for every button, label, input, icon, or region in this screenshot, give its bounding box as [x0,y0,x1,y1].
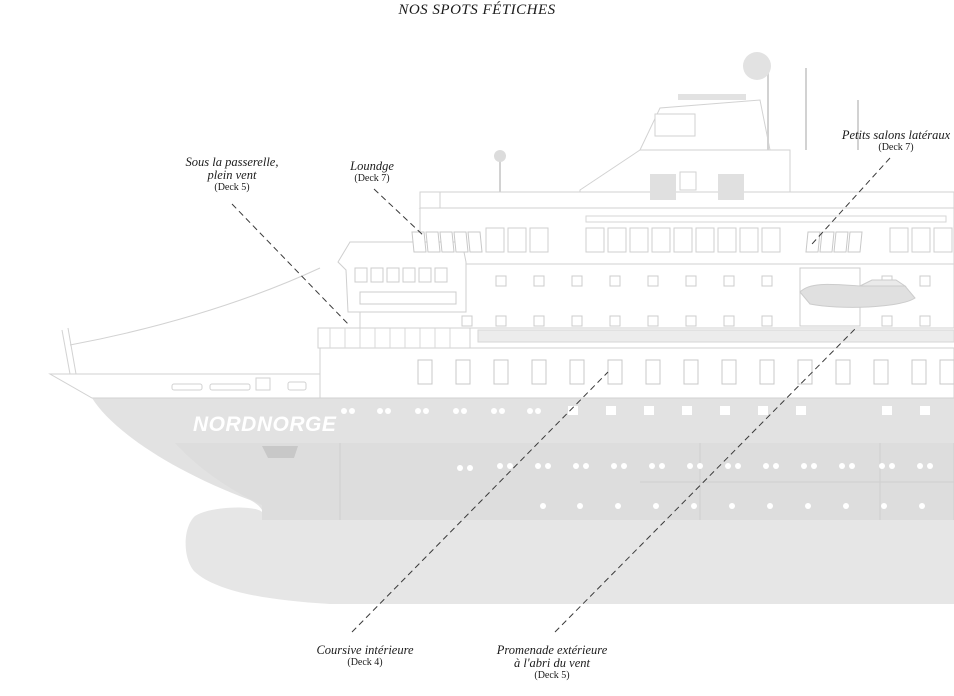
promenade-rail [477,329,954,343]
hull-band [175,443,954,520]
callout-loundge-deck: (Deck 7) [354,173,390,184]
callout-passerelle-name-2: plein vent [207,168,257,182]
railing-posts [329,328,451,348]
hull-portholes [341,406,933,509]
deck7-edge [419,191,441,209]
hull-panels [339,443,954,520]
callout-passerelle-deck: (Deck 5) [214,182,250,193]
bow-fittings [61,267,321,391]
salon-windows [805,231,863,253]
deck7-slits [585,215,947,223]
deck6-windows [461,275,931,327]
callout-coursive: Coursive intérieure (Deck 4) [300,644,430,669]
callout-salons-deck: (Deck 7) [878,142,914,153]
lifeboat [799,283,916,308]
anchor-pocket [262,446,298,458]
callout-promenade-deck: (Deck 5) [534,670,570,681]
callout-salons-name: Petits salons latéraux [841,128,951,142]
callout-passerelle: Sous la passerelle, plein vent (Deck 5) [166,156,298,194]
loundge-windows [411,231,483,253]
hull-lower [185,507,954,604]
callout-coursive-deck: (Deck 4) [347,657,383,668]
leader-promenade [554,327,857,633]
callout-promenade-name-2: à l'abri du vent [514,656,590,670]
deck5-windows [417,359,954,385]
radar-housing [654,113,696,137]
funnel-door [679,171,697,191]
callout-promenade: Promenade extérieure à l'abri du vent (D… [482,644,622,682]
leader-lines [231,157,891,633]
leader-loundge [373,188,425,237]
funnel-top [639,99,771,151]
bridge-windows [354,267,457,305]
forward-railing [317,327,471,349]
radar-dome [743,52,771,80]
leader-coursive [351,371,609,633]
callout-promenade-name-1: Promenade extérieure [496,643,608,657]
radar-bar [678,94,746,100]
lifeboat-cabin [859,279,907,287]
callout-loundge: Loundge (Deck 7) [332,160,412,185]
ship-name: NORDNORGE [193,413,337,436]
deck5-superstructure [319,347,954,399]
funnel-grilles [650,174,744,200]
diagram-title: NOS SPOTS FÉTICHES [398,2,556,18]
top-railing [418,191,954,209]
callout-coursive-name: Coursive intérieure [316,643,414,657]
leader-passerelle [231,203,351,327]
deck7-windows [485,227,953,253]
callout-loundge-name: Loundge [350,159,394,173]
mast-light [494,150,506,162]
callout-passerelle-name-1: Sous la passerelle, [185,155,279,169]
callout-salons: Petits salons latéraux (Deck 7) [834,129,954,154]
